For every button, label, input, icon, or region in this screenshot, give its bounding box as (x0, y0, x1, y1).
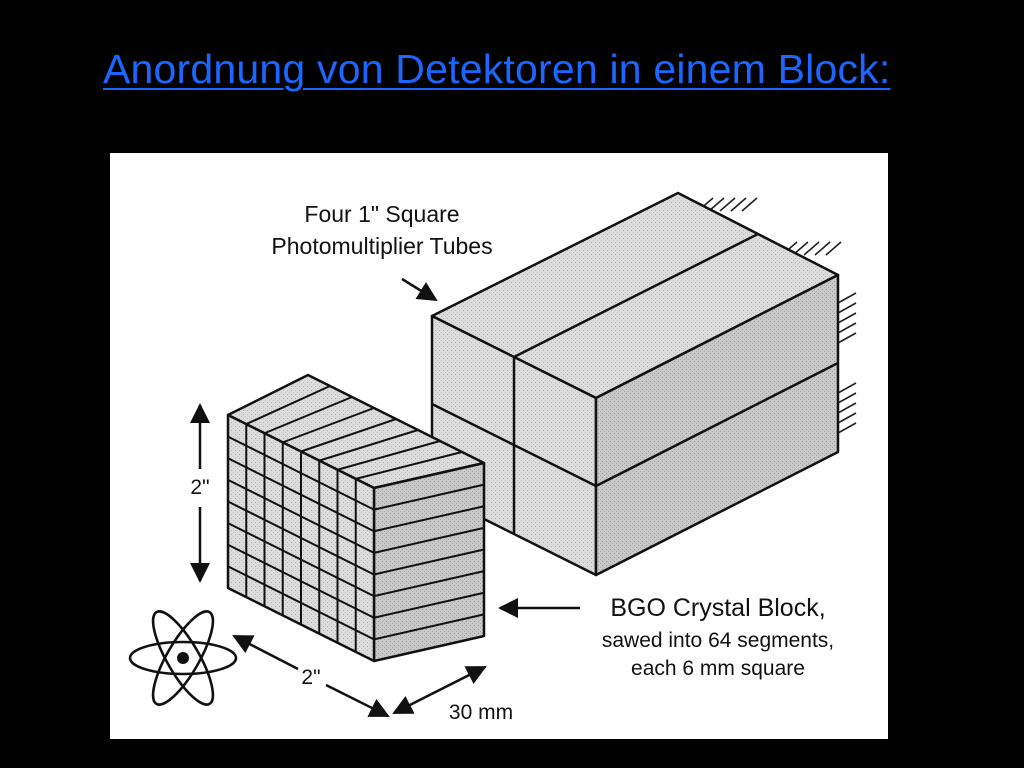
bgo-label-line2: sawed into 64 segments, (602, 629, 834, 652)
pmt-assembly (430, 191, 857, 577)
segment-top-line (264, 396, 353, 435)
segment-row-line (227, 500, 375, 576)
depth-dimension-arrow (392, 665, 487, 715)
segment-side-line (373, 591, 485, 619)
segment-top-line (337, 440, 441, 471)
width-dimension-label: 2" (301, 666, 320, 689)
segment-top-line (282, 407, 375, 444)
segment-side-line (373, 505, 485, 533)
segment-top-line (318, 429, 419, 462)
diagram-svg: Four 1" Square Photomultiplier Tubes BGO… (128, 191, 857, 724)
segment-top-line (355, 451, 463, 480)
segment-side-line (373, 526, 485, 554)
segment-row-line (227, 435, 375, 511)
segment-side-line (373, 483, 485, 511)
pmt-callout-arrow (401, 277, 438, 302)
segment-top-line (245, 385, 331, 426)
slide-title: Anordnung von Detektoren in einem Block: (103, 46, 891, 92)
bgo-segment-grid (227, 385, 485, 652)
segment-top-line (300, 418, 397, 453)
pmt-pins (697, 197, 857, 434)
bgo-crystal-block (226, 373, 486, 663)
height-dimension-label: 2" (190, 476, 209, 499)
width-dimension-right (325, 683, 390, 718)
bgo-label-line1: BGO Crystal Block, (610, 594, 825, 622)
pmt-label-line1: Four 1" Square (304, 201, 459, 227)
segment-side-line (373, 548, 485, 576)
pmt-label-line2: Photomultiplier Tubes (271, 233, 492, 259)
segment-row-line (227, 478, 375, 554)
bgo-label-line3: each 6 mm square (631, 657, 805, 680)
segment-side-line (373, 613, 485, 641)
annotations (190, 277, 580, 718)
segment-row-line (227, 522, 375, 598)
segment-row-line (227, 457, 375, 533)
segment-side-line (373, 570, 485, 598)
atom-icon (128, 610, 238, 706)
detector-block-diagram: Four 1" Square Photomultiplier Tubes BGO… (110, 153, 888, 739)
segment-row-line (227, 565, 375, 641)
width-dimension-left (232, 634, 299, 671)
pmt-tube-dividers (431, 232, 839, 534)
depth-dimension-label: 30 mm (449, 701, 513, 724)
segment-row-line (227, 543, 375, 619)
